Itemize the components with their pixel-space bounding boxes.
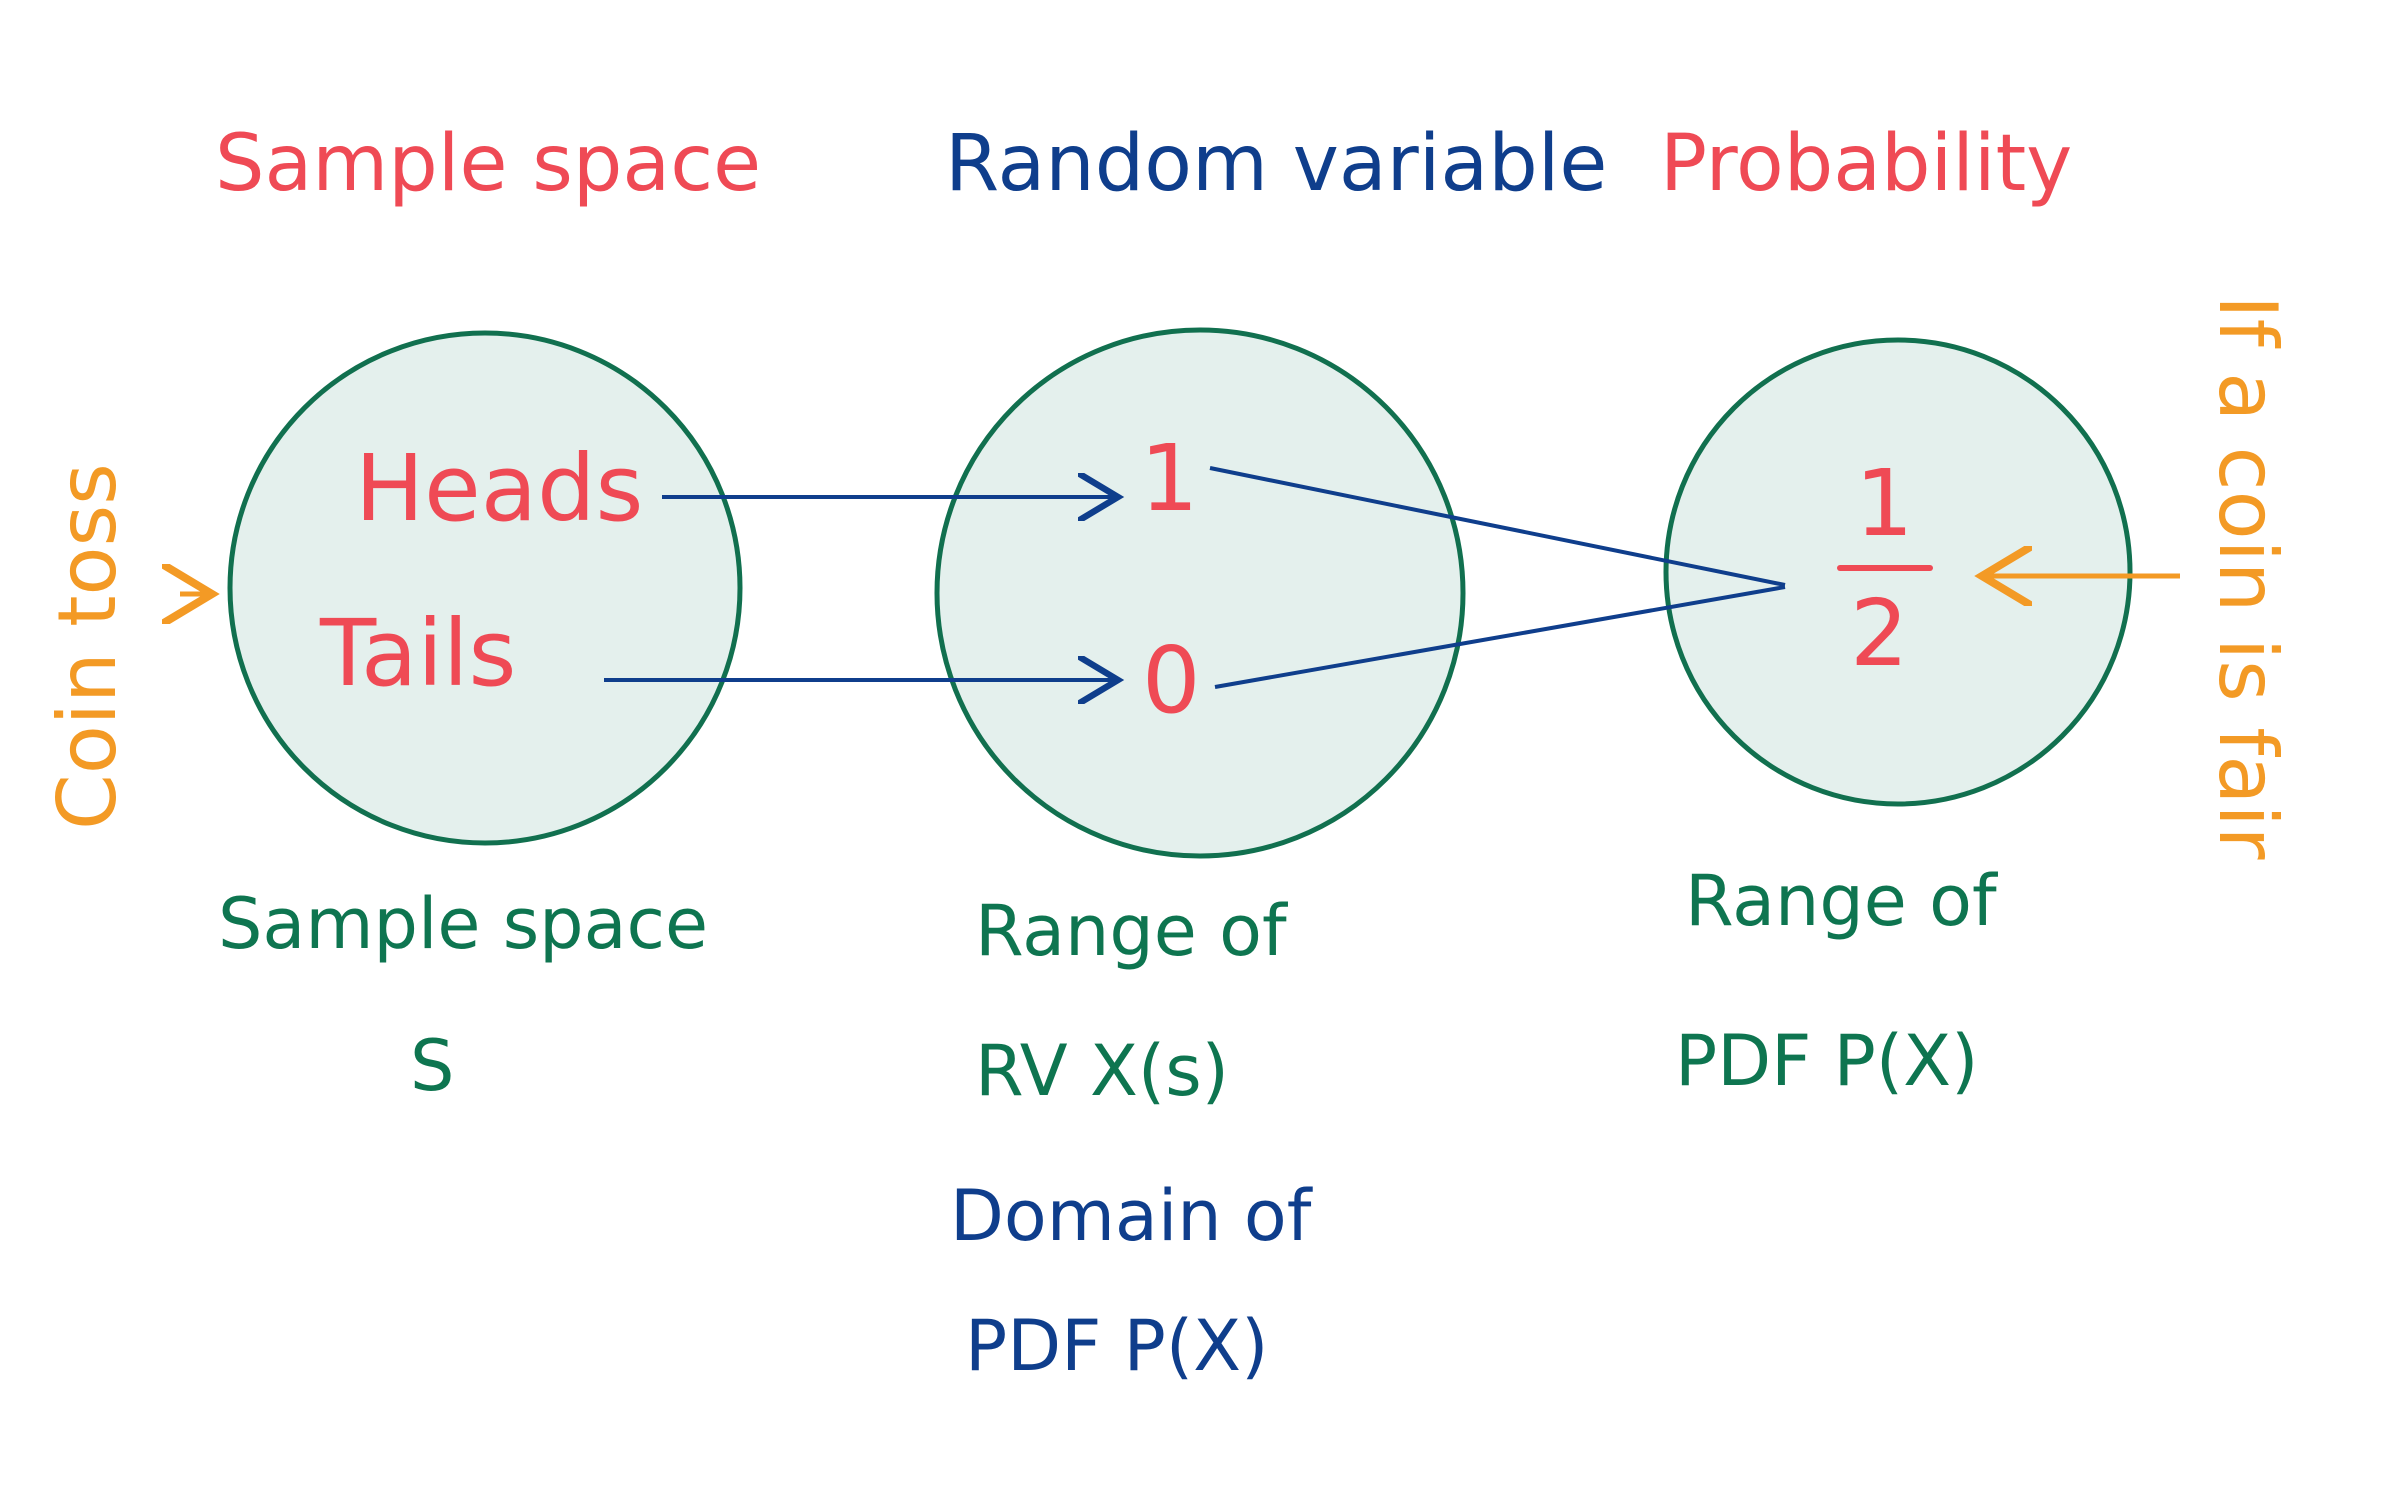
- outcome-tails: Tails: [319, 600, 516, 707]
- header-sample-space: Sample space: [215, 119, 761, 209]
- random-variable-circle: [934, 327, 1466, 859]
- caption-rv-x: RV X(s): [975, 1030, 1229, 1112]
- value-zero: 0: [1142, 627, 1201, 734]
- value-one: 1: [1140, 425, 1199, 532]
- fraction-numerator: 1: [1855, 450, 1914, 557]
- probability-circle: [1663, 337, 2133, 807]
- sample-space-circle: [227, 330, 743, 846]
- outcome-heads: Heads: [355, 435, 644, 542]
- caption-domain-of: Domain of: [950, 1175, 1313, 1257]
- label-fair-coin: If a coin is fair: [2201, 295, 2294, 860]
- line-one-to-half: [1209, 466, 1786, 587]
- header-probability: Probability: [1660, 119, 2072, 209]
- label-coin-toss: Coin toss: [41, 463, 134, 830]
- caption-sample-space: Sample space: [218, 883, 708, 965]
- caption-range-of: Range of: [975, 890, 1288, 972]
- line-zero-to-half: [1214, 585, 1786, 689]
- caption-pdf-px-range: PDF P(X): [1675, 1020, 1978, 1102]
- caption-sample-space-symbol: S: [410, 1025, 454, 1107]
- fraction-denominator: 2: [1850, 580, 1909, 687]
- caption-pdf-px-domain: PDF P(X): [965, 1305, 1268, 1387]
- header-random-variable: Random variable: [945, 119, 1607, 209]
- caption-range-of-pdf: Range of: [1685, 860, 1998, 942]
